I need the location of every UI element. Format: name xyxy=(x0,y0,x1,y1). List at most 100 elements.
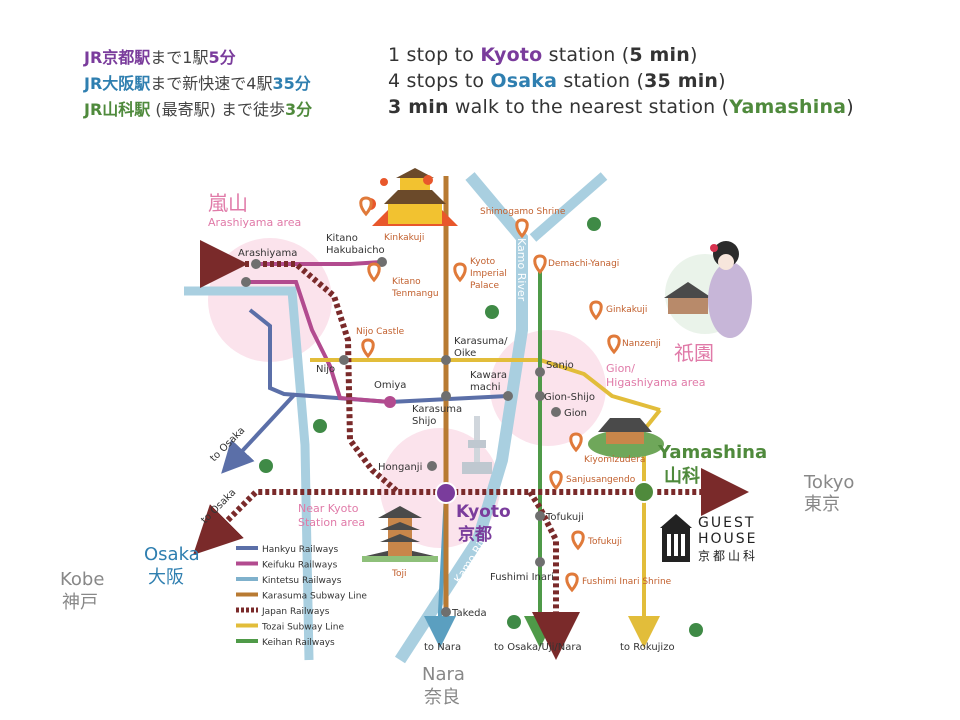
tree xyxy=(689,623,703,637)
label-kinkakuji: Kinkakuji xyxy=(384,233,424,243)
station-honganji[interactable] xyxy=(427,461,437,471)
nara-jp-label: 奈良 xyxy=(424,687,460,708)
label-nijo-castle: Nijo Castle xyxy=(356,327,405,337)
station-kawaramachi[interactable] xyxy=(503,391,513,401)
label-karasuma-oike-2: Oike xyxy=(454,348,476,359)
station-labels: Arashiyama Kitano Hakubaicho Nijo Omiya … xyxy=(238,233,595,619)
station-arashiyama-2[interactable] xyxy=(241,277,251,287)
label-sanjo: Sanjo xyxy=(546,360,574,371)
label-gion-shijo: Gion-Shijo xyxy=(544,392,595,403)
label-fushimi-inari: Fushimi Inari xyxy=(490,572,554,583)
tree xyxy=(259,459,273,473)
station-kitano[interactable] xyxy=(377,257,387,267)
legend-label: Karasuma Subway Line xyxy=(262,592,367,602)
kyoto-tower-illustration xyxy=(462,416,492,474)
guest-house-logo: GUEST HOUSE 京都山科 xyxy=(660,514,758,563)
logo-line-1: GUEST xyxy=(698,515,755,531)
arashiyama-jp-label: 嵐山 xyxy=(208,191,248,215)
arashiyama-en-label: Arashiyama area xyxy=(208,216,301,229)
tree xyxy=(485,305,499,319)
kinkakuji-illustration xyxy=(364,168,458,226)
station-kyoto[interactable] xyxy=(435,482,457,504)
info-jp: JR大阪駅まで新快速で4駅35分 xyxy=(84,74,311,93)
osaka-jp-label: 大阪 xyxy=(148,567,184,588)
label-kitano-2: Hakubaicho xyxy=(326,245,385,256)
legend-label: Keifuku Railways xyxy=(262,561,338,571)
station-dots xyxy=(241,257,561,617)
label-kiyomizudera: Kiyomizudera xyxy=(584,455,645,465)
logo-line-3: 京都山科 xyxy=(698,549,758,563)
kyoto-en-label: Kyoto xyxy=(456,502,511,522)
station-fushimi-inari[interactable] xyxy=(535,557,545,567)
nara-en-label: Nara xyxy=(422,664,465,685)
label-to-rokujizo: to Rokujizo xyxy=(620,642,675,653)
legend-label: Kintetsu Railways xyxy=(262,576,342,586)
label-kawaramachi-2: machi xyxy=(470,382,500,393)
label-kitano-tenmangu-1: Kitano xyxy=(392,277,421,287)
legend-label: Japan Railways xyxy=(261,607,330,617)
label-karasuma-shijo-2: Shijo xyxy=(412,416,436,427)
label-gion: Gion xyxy=(564,408,587,419)
label-nanzenji: Nanzenji xyxy=(622,339,661,349)
legend-label: Tozai Subway Line xyxy=(261,623,344,633)
label-kitano-1: Kitano xyxy=(326,233,358,244)
location-pin-icon xyxy=(569,432,583,453)
jr-sagano-line xyxy=(256,261,400,495)
label-honganji: Honganji xyxy=(378,462,422,473)
station-yamashina[interactable] xyxy=(633,481,655,503)
station-sanjo[interactable] xyxy=(535,367,545,377)
label-imperial-2: Imperial xyxy=(470,269,507,279)
station-karasuma-shijo[interactable] xyxy=(441,391,451,401)
location-pin-icon xyxy=(607,334,621,355)
station-nijo[interactable] xyxy=(339,355,349,365)
west-river xyxy=(184,286,314,661)
yamashina-en-label: Yamashina xyxy=(657,442,767,463)
legend-label: Keihan Railways xyxy=(262,638,335,648)
trees xyxy=(259,217,703,637)
keifuku-line-b xyxy=(246,280,391,404)
label-kitano-tenmangu-2: Tenmangu xyxy=(391,289,439,299)
label-arashiyama: Arashiyama xyxy=(238,248,297,259)
info-en: 1 stop to Kyoto station (5 min) xyxy=(388,44,698,66)
toji-pagoda-illustration xyxy=(362,506,438,562)
hankyu-line-a xyxy=(248,308,391,404)
jr-lines xyxy=(193,240,749,660)
label-to-osaka-1: to Osaka xyxy=(208,425,247,464)
gion-en-label-1: Gion/ xyxy=(606,362,635,375)
label-karasuma-shijo-1: Karasuma xyxy=(412,404,462,415)
logo-roof-icon xyxy=(660,514,692,528)
label-toji: Toji xyxy=(391,569,406,579)
label-karasuma-oike-1: Karasuma/ xyxy=(454,336,508,347)
keifuku-line-a xyxy=(256,260,383,266)
station-karasuma-oike[interactable] xyxy=(441,355,451,365)
station-omiya[interactable] xyxy=(384,396,396,408)
label-takeda: Takeda xyxy=(451,608,487,619)
tokyo-jp-label: 東京 xyxy=(804,494,840,515)
label-to-nara: to Nara xyxy=(424,642,461,653)
station-tofukuji[interactable] xyxy=(535,511,545,521)
location-pin-icon xyxy=(565,572,579,593)
jr-arrow-sw xyxy=(193,504,244,555)
label-demachi: Demachi-Yanagi xyxy=(548,259,619,269)
tree xyxy=(507,615,521,629)
osaka-en-label: Osaka xyxy=(144,544,200,565)
station-arashiyama[interactable] xyxy=(251,259,261,269)
location-pin-icon xyxy=(361,338,375,359)
hankyu-line-b xyxy=(221,392,297,474)
location-pin-icon xyxy=(367,262,381,283)
location-pin-icon xyxy=(359,196,373,217)
sight-pins xyxy=(359,196,621,593)
location-pin-icon xyxy=(571,530,585,551)
label-imperial-3: Palace xyxy=(470,281,500,291)
station-takeda[interactable] xyxy=(441,607,451,617)
station-gion-shijo[interactable] xyxy=(535,391,545,401)
gion-en-label-2: Higashiyama area xyxy=(606,376,706,389)
kamo-river-label: Kamo River xyxy=(515,238,528,302)
near-kyoto-label-1: Near Kyoto xyxy=(298,502,359,515)
location-pin-icon xyxy=(589,300,603,321)
near-kyoto-label-2: Station area xyxy=(298,516,365,529)
label-imperial-1: Kyoto xyxy=(470,257,496,267)
tree xyxy=(587,217,601,231)
station-gion[interactable] xyxy=(551,407,561,417)
